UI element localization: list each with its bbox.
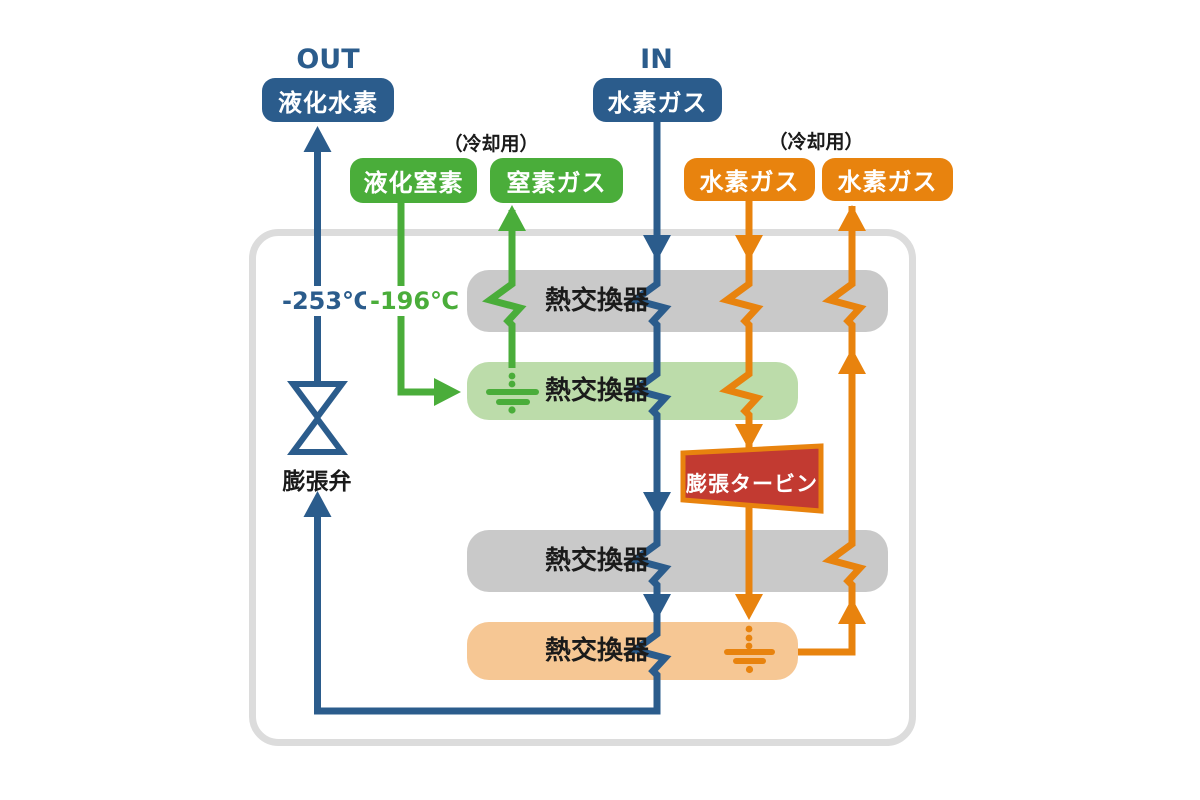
cooling-return-arrowhead-3 <box>838 205 866 231</box>
hydrogen-out-arrowhead <box>303 126 332 152</box>
cooling-hydrogen-arrowhead-2 <box>735 594 763 620</box>
hydrogen-gas-in-box: 水素ガス <box>593 78 722 122</box>
liquefied-nitrogen-box: 液化窒素 <box>350 158 477 203</box>
nitrogen-gas-arrowhead <box>498 205 526 231</box>
turbine-inlet-arrowhead <box>735 424 763 450</box>
heat-exchanger-3-bar <box>467 530 888 592</box>
hydrogen-in-arrowhead-1 <box>643 235 671 261</box>
expansion-valve-label: 膨張弁 <box>282 469 352 495</box>
cooling-hydrogen-return-line <box>798 206 867 656</box>
nitrogen-gas-box: 窒素ガス <box>490 158 623 203</box>
hydrogen-liquid-pool-icon <box>724 625 775 674</box>
expansion-turbine-icon <box>680 443 824 514</box>
nitrogen-liquid-pool-icon <box>486 372 539 414</box>
nitrogen-temperature-label: -196℃ <box>366 286 464 316</box>
expansion-valve-icon <box>287 381 348 455</box>
expansion-valve-inlet-arrowhead <box>303 491 332 517</box>
liquid-nitrogen-line <box>397 203 436 396</box>
hydrogen-in-arrowhead-3 <box>643 594 671 620</box>
hydrogen-gas-cooling-return-box: 水素ガス <box>822 158 953 201</box>
cooling-hydrogen-arrowhead-1 <box>735 235 763 261</box>
cooling-annotation-right: （冷却用） <box>768 131 864 153</box>
cooling-return-arrowhead-1 <box>838 598 866 624</box>
hydrogen-in-line <box>314 122 672 715</box>
liquefied-hydrogen-box: 液化水素 <box>262 78 394 122</box>
heat-exchanger-1-label: 熱交換器 <box>545 286 650 316</box>
expansion-turbine-label: 膨張タービン <box>686 472 818 496</box>
cooling-annotation-left: （冷却用） <box>443 133 539 155</box>
nitrogen-gas-line <box>482 210 527 368</box>
hydrogen-in-arrowhead-2 <box>643 492 671 518</box>
cooling-return-arrowhead-2 <box>838 348 866 374</box>
out-port-label: OUT <box>296 44 360 75</box>
heat-exchanger-3-label: 熱交換器 <box>545 546 650 576</box>
cooling-hydrogen-down-line <box>719 201 764 598</box>
liquid-nitrogen-arrowhead <box>434 378 461 406</box>
hydrogen-temperature-label: -253℃ <box>278 286 376 316</box>
hydrogen-gas-cooling-down-box: 水素ガス <box>684 158 815 201</box>
heat-exchanger-4-label: 熱交換器 <box>545 636 650 666</box>
heat-exchanger-2-label: 熱交換器 <box>545 376 650 406</box>
in-port-label: IN <box>640 44 673 75</box>
heat-exchanger-1-bar <box>467 270 888 332</box>
